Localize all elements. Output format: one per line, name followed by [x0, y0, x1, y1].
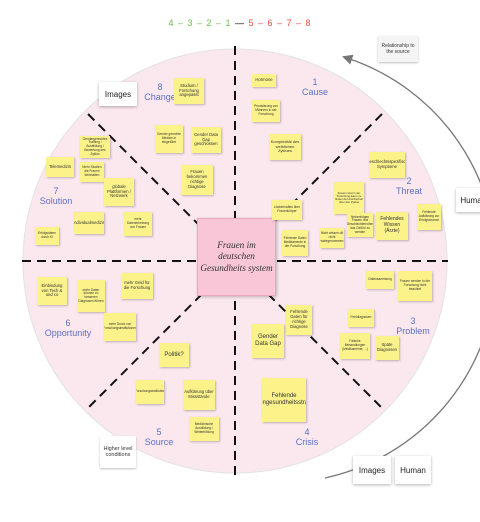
segment-name: Threat [395, 186, 422, 197]
relationship-note[interactable]: Relationship to the source [378, 36, 418, 62]
sequence-dash: — [235, 18, 245, 28]
higher-levels-note[interactable]: Higher level conditions [100, 436, 136, 468]
sequence-green: 4 – 3 – 2 – 1 [168, 18, 232, 28]
sticky-note[interactable]: Politik? [159, 343, 189, 367]
sticky-note[interactable]: Fehlendes Wissen (Ärzte) [376, 212, 408, 240]
sticky-note[interactable]: Gender Data Gap geschlossen [191, 127, 221, 153]
sticky-note[interactable]: Gendergerechtes Training / Ausbildung / … [80, 136, 110, 158]
sticky-note[interactable]: Einbindung von Tech & und co [37, 277, 67, 305]
segment-number: 4 [304, 427, 310, 437]
sequence-legend: 4 – 3 – 2 – 1 — 5 – 6 – 7 – 8 [0, 18, 480, 28]
sticky-note[interactable]: Fehldiagnosen [348, 309, 374, 327]
sticky-note[interactable]: Gender gerechte Medizin in eingeführt [155, 125, 183, 153]
images-card-top[interactable]: Images [99, 82, 137, 106]
segment-name: Solution [39, 196, 73, 207]
images-card-bottom[interactable]: Images [353, 456, 391, 484]
sticky-note[interactable]: Priorisierung von Männern in der Forschu… [252, 100, 280, 122]
segment-label-5: 5 Source [134, 427, 184, 448]
segment-number: 7 [53, 186, 59, 196]
segment-name: Cause [301, 87, 328, 98]
segment-name: Opportunity [44, 328, 92, 339]
segment-name: Change [144, 92, 176, 103]
sticky-note[interactable]: Frauen werden in der Forschung nicht bea… [398, 271, 432, 301]
segment-label-2: 2 Threat [384, 176, 434, 197]
sticky-note[interactable]: Falsche Behandlungen (Medikamente, ...) [340, 333, 370, 359]
sticky-note[interactable]: Datensammlung [366, 271, 394, 289]
segment-name: Crisis [295, 437, 319, 448]
segment-number: 3 [410, 316, 416, 326]
sticky-note[interactable]: Komplexität des weiblichen Zyklues [269, 134, 301, 160]
sticky-note[interactable]: Fehlende Aufklärung zur Erfolgschance [417, 204, 441, 230]
sticky-note[interactable]: Hormone [252, 74, 276, 87]
segment-number: 5 [156, 427, 162, 437]
sticky-note[interactable]: Nicht wissen oft nicht wahrgenommen [320, 228, 344, 248]
human-card-bottom[interactable]: Human [395, 456, 431, 484]
sticky-note[interactable]: Fehlende Frauengesundheitsstrategie [262, 378, 306, 422]
sticky-note[interactable]: mehr Geld für die Forschung [121, 273, 153, 299]
sticky-note[interactable]: Frauen sind in der Forschung kaum zu fin… [334, 182, 364, 214]
segment-number: 6 [65, 318, 71, 328]
segment-name: Problem [396, 326, 430, 337]
segment-label-3: 3 Problem [388, 316, 438, 337]
segment-label-6: 6 Opportunity [38, 318, 98, 339]
segment-label-1: 1 Cause [290, 77, 340, 98]
sticky-note[interactable]: Frauen bekommen richtige Diagnose [181, 165, 213, 195]
sticky-note[interactable]: Mehr Studien die Frauen beinhalten [80, 162, 104, 182]
sticky-note[interactable]: Medizinische Ausbildung / Weiterbildung [189, 417, 219, 441]
divider-diagonal-b [87, 113, 383, 409]
sticky-note[interactable]: Geschlechtsspezifisch Symptome [369, 152, 405, 178]
sticky-note[interactable]: mehr Datenerhebung von Frauen [124, 212, 152, 236]
segment-number: 2 [406, 176, 412, 186]
segment-name: Source [144, 437, 174, 448]
sticky-note[interactable]: Erfolgsdaten durch KI [35, 227, 59, 245]
sticky-note[interactable]: Späte Diagnosen [375, 336, 399, 360]
sticky-note[interactable]: Nebenfolgen Frauen und Geschlechterrolle… [347, 213, 373, 237]
sticky-note[interactable]: Telemedizin [46, 157, 74, 177]
segment-number: 8 [157, 82, 163, 92]
human-card-right[interactable]: Huma [456, 188, 480, 212]
segment-label-4: 4 Crisis [282, 427, 332, 448]
segment-label-8: 8 Change [135, 82, 185, 103]
feedback-arrow [324, 54, 480, 479]
sticky-note[interactable]: globale Plattformen / Netzwerk [104, 178, 134, 206]
sticky-note[interactable]: Lückenhaftes über Frauenkörper [272, 200, 302, 220]
sticky-note[interactable]: Fehlende Daten für richtige Diagnose [286, 305, 312, 335]
divider-diagonal-a [87, 113, 383, 409]
segment-label-7: 7 Solution [31, 186, 81, 207]
sticky-note[interactable]: Studium / Forschung angepasst [174, 78, 204, 104]
sticky-note[interactable]: Gender Data Gap [252, 324, 284, 358]
sequence-red: 5 – 6 – 7 – 8 [248, 18, 312, 28]
segment-number: 1 [312, 77, 318, 87]
center-topic[interactable]: Frauen im deutschen Gesundheits system [197, 218, 276, 296]
sticky-note[interactable]: mehr Daten können zu besseren Diagnosen … [77, 280, 105, 312]
sticky-note[interactable]: mehr Druck von Forschungsinstitutionen [104, 313, 136, 341]
sticky-note[interactable]: Fehlende Daten Medikamente in der Forsch… [282, 230, 308, 256]
sticky-note[interactable]: Individualmedizin [74, 212, 104, 234]
sticky-note[interactable]: Aufklärung über Missstände [183, 380, 215, 410]
sticky-note[interactable]: Forschungsinstitution [136, 380, 164, 404]
